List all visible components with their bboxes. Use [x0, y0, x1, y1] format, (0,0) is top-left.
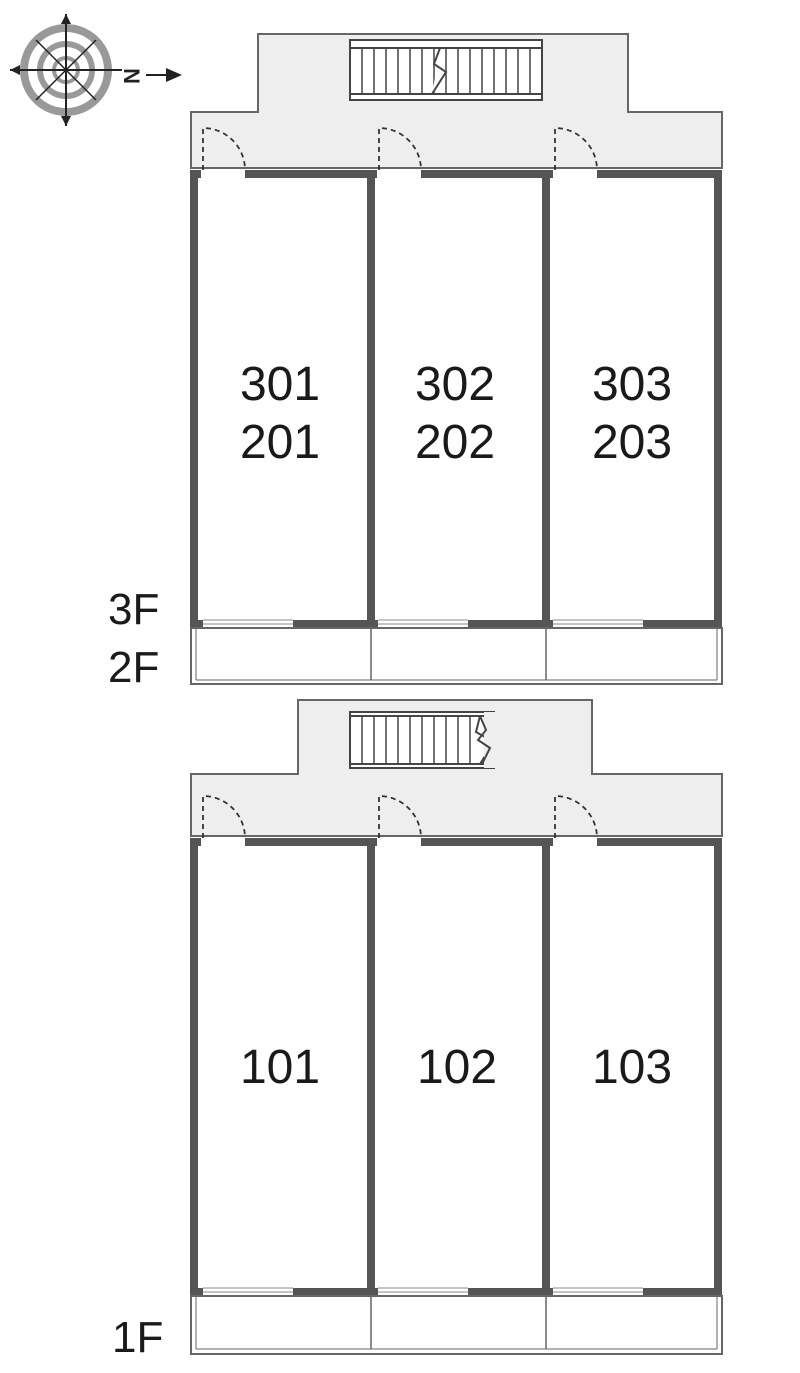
upper-windows: [203, 617, 643, 627]
upper-block: 301 201 302 202 303 203 3F 2F: [108, 33, 723, 692]
floor-label-1f: 1F: [112, 1313, 163, 1362]
compass-icon: [10, 14, 182, 126]
unit-label-101: 101: [240, 1041, 320, 1094]
unit-label-302: 302: [415, 358, 495, 411]
lower-block: 101 102 103 1F: [112, 699, 723, 1362]
unit-label-301: 301: [240, 358, 320, 411]
unit-label-203: 203: [592, 416, 672, 469]
floor-label-3f: 3F: [108, 585, 159, 634]
lower-windows: [203, 1285, 643, 1295]
lower-doors: [201, 795, 598, 847]
upper-doors: [201, 127, 598, 179]
upper-stairs-icon: [349, 39, 543, 101]
unit-label-103: 103: [592, 1041, 672, 1094]
compass-north-label: N: [119, 68, 144, 84]
upper-balconies: [190, 627, 723, 685]
unit-label-102: 102: [417, 1041, 497, 1094]
unit-label-202: 202: [415, 416, 495, 469]
floor-label-2f: 2F: [108, 643, 159, 692]
unit-label-303: 303: [592, 358, 672, 411]
lower-balconies: [190, 1295, 723, 1355]
lower-stairs-icon: [349, 711, 498, 769]
unit-label-201: 201: [240, 416, 320, 469]
